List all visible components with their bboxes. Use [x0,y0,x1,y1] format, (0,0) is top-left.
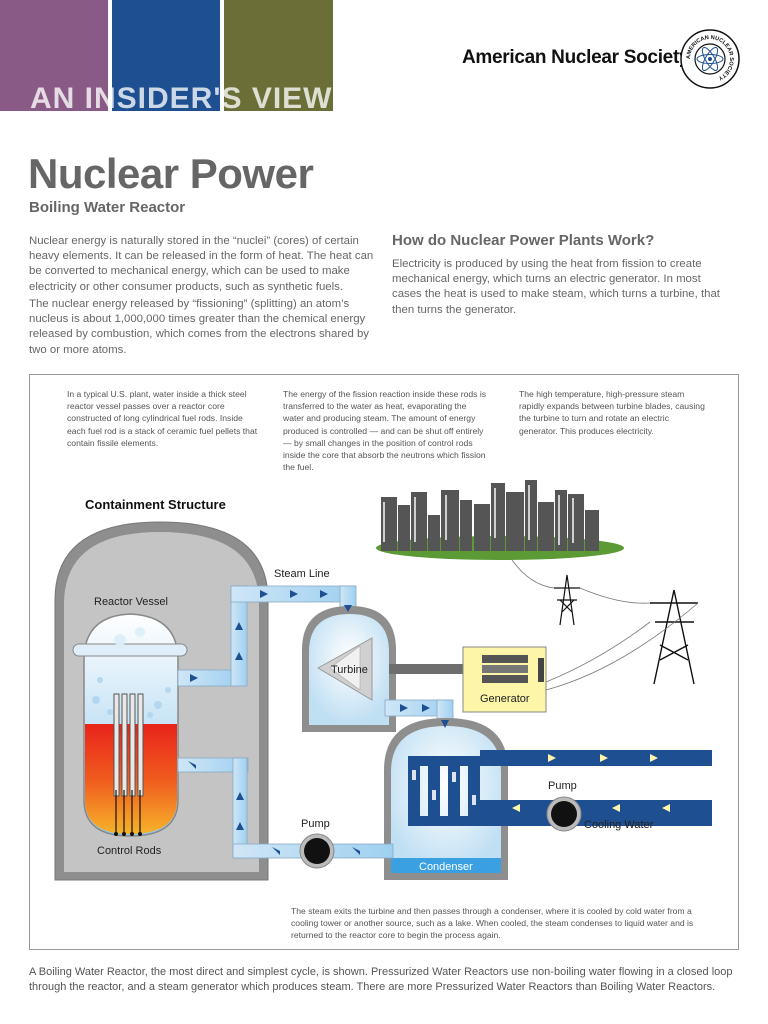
how-heading: How do Nuclear Power Plants Work? [392,232,655,249]
cooling-flow-arrows [512,754,670,812]
header-band-purple [0,0,108,111]
header-band-olive [224,0,333,111]
intro-paragraph-2: The nuclear energy released by “fissioni… [29,298,369,356]
footer-text: A Boiling Water Reactor, the most direct… [29,966,733,993]
bwr-diagram-frame [29,374,739,950]
cooling-water-pipes [480,750,712,816]
label-steam-line: Steam Line [274,568,330,580]
label-containment-structure: Containment Structure [85,497,226,512]
caption-reactor: In a typical U.S. plant, water inside a … [67,389,258,448]
power-lines [511,559,699,691]
reactor-vessel [72,613,188,837]
series-title: AN INSIDER'S VIEW [30,82,333,115]
flow-arrows [188,590,449,855]
label-cooling-water: Cooling Water [584,819,654,831]
caption-fission: The energy of the fission reaction insid… [283,389,487,473]
transmission-tower-icon-2 [650,589,698,685]
turbine-shaft [389,664,509,674]
steam-line [177,585,357,687]
label-condenser: Condenser [419,861,473,873]
caption-condenser: The steam exits the turbine and then pas… [291,906,694,941]
label-control-rods: Control Rods [97,845,162,857]
label-pump-feedwater: Pump [301,818,330,830]
pump-icon-cooling [546,796,582,832]
label-generator: Generator [480,693,530,705]
how-body: Electricity is produced by using the hea… [392,258,720,316]
page-title: Nuclear Power [28,150,314,197]
caption-turbine: The high temperature, high-pressure stea… [519,389,705,436]
label-turbine: Turbine [331,664,368,676]
header-band-blue [112,0,220,111]
pump-icon-feedwater [299,833,335,869]
ans-logo: AMERICAN NUCLEAR SOCIETY [680,29,740,89]
intro-paragraph-1: Nuclear energy is naturally stored in th… [29,235,374,293]
generator [462,646,547,713]
transmission-tower-icon-1 [554,574,580,626]
page-subtitle: Boiling Water Reactor [29,199,186,216]
label-reactor-vessel: Reactor Vessel [94,596,168,608]
condenser [384,718,712,880]
label-pump-cooling: Pump [548,780,577,792]
turbine-housing [302,606,396,732]
city-skyline-icon [376,480,624,560]
organization-name: American Nuclear Society [462,47,690,68]
